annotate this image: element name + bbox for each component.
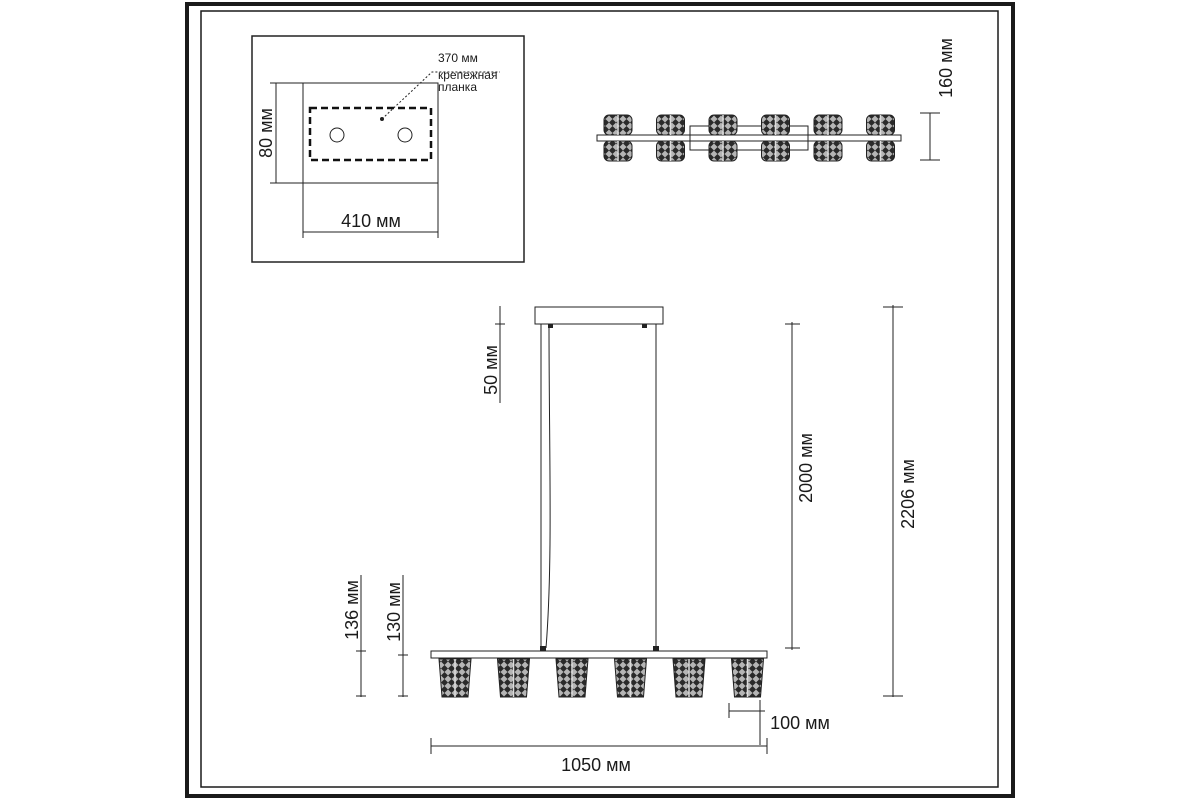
side-shade (656, 140, 685, 162)
pendant-shade (672, 658, 706, 698)
side-height-label: 160 мм (936, 38, 956, 98)
side-shade (813, 140, 843, 162)
side-shades (603, 114, 895, 162)
bar-mount (653, 646, 659, 651)
side-shade (761, 114, 790, 136)
total-label: 2206 мм (898, 459, 918, 529)
side-shade (761, 140, 790, 162)
body-outer-label: 136 мм (342, 580, 362, 640)
plate-dimension: 370 мм (438, 51, 478, 65)
length-label: 1050 мм (561, 755, 631, 775)
pendant-shade (555, 658, 589, 698)
lamp-bar (430, 650, 768, 659)
plate-name-2: планка (438, 80, 477, 94)
side-shade (866, 114, 895, 136)
power-cord (545, 323, 551, 649)
bar-mount (540, 646, 546, 651)
top-view-box (251, 35, 525, 263)
canopy-tab (642, 324, 647, 328)
side-view: 160 мм (596, 38, 956, 162)
pendant-shade (730, 658, 765, 698)
side-shade (708, 140, 738, 162)
cable-label: 2000 мм (796, 433, 816, 503)
pendant-shade (613, 658, 648, 698)
side-shade (708, 114, 738, 136)
outer-frame (185, 2, 1015, 798)
plate-leader (381, 71, 500, 120)
top-height-label: 80 мм (256, 108, 276, 158)
inner-frame (200, 10, 999, 788)
main-shades (438, 658, 765, 698)
side-shade (656, 114, 685, 136)
main-view: 50 мм 2000 мм 2206 мм 136 мм 130 мм 100 … (342, 305, 918, 775)
side-canopy (689, 125, 809, 151)
screw-hole-right (397, 127, 413, 143)
shade-label: 100 мм (770, 713, 830, 733)
side-shade (603, 140, 633, 162)
mounting-plate (308, 106, 433, 162)
body-inner-label: 130 мм (384, 582, 404, 642)
screw-hole-left (329, 127, 345, 143)
pendant-shade (438, 658, 472, 698)
canopy-tab (548, 324, 553, 328)
pendant-shade (496, 658, 531, 698)
plate-name-1: крепежная (438, 68, 497, 82)
side-bar (596, 134, 902, 142)
canopy-label: 50 мм (481, 345, 501, 395)
side-shade (603, 114, 633, 136)
top-view: 370 мм крепежная планка 80 мм 410 мм (251, 35, 525, 263)
ceiling-canopy (534, 306, 664, 325)
side-shade (813, 114, 843, 136)
canopy-outline (302, 82, 439, 184)
top-width-label: 410 мм (341, 211, 401, 231)
side-shade (866, 140, 895, 162)
